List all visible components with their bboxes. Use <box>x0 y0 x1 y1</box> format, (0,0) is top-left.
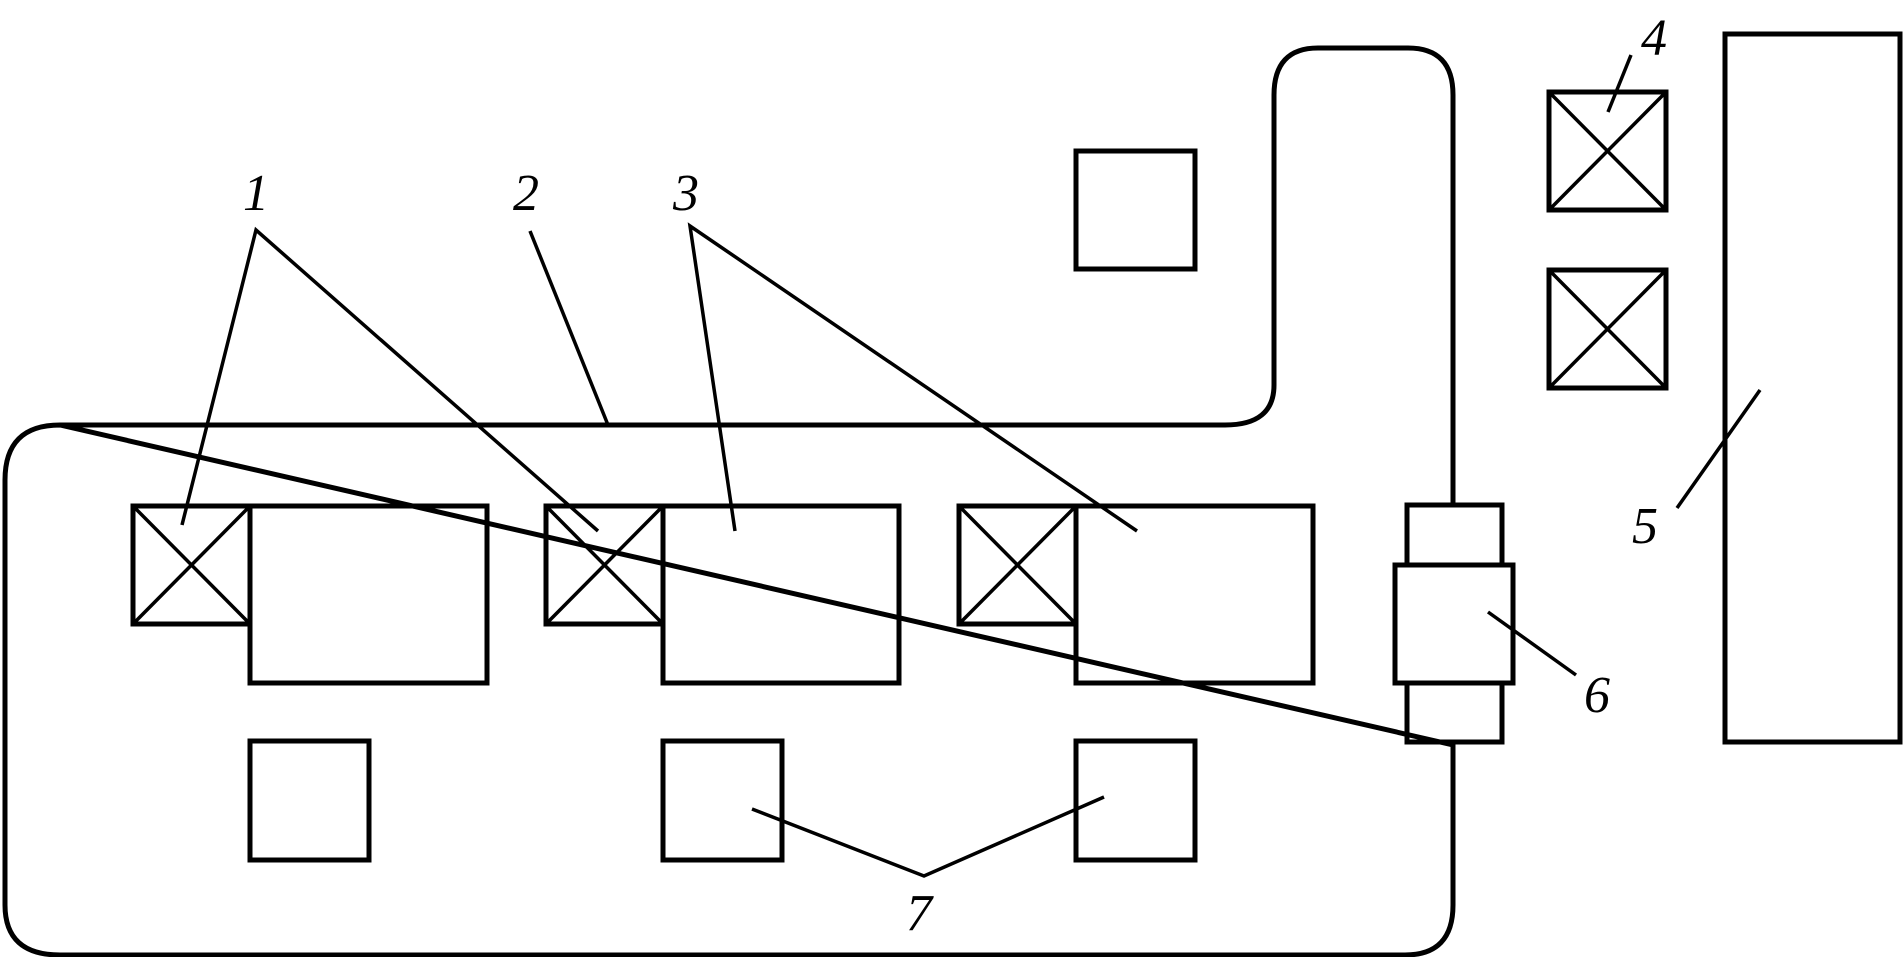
machine-unit-2 <box>543 503 902 686</box>
callout-1: 1 <box>243 165 269 222</box>
leaders <box>180 54 1762 878</box>
large-box-1 <box>247 503 490 686</box>
small-box-3 <box>1073 738 1198 863</box>
callout-5: 5 <box>1632 498 1658 555</box>
track-unit <box>1392 502 1516 745</box>
large-box-2 <box>660 503 902 686</box>
machine-unit-1 <box>130 503 490 686</box>
callout-6: 6 <box>1584 667 1610 724</box>
machine-unit-3 <box>956 503 1316 686</box>
callout-4: 4 <box>1641 10 1667 67</box>
callout-3: 3 <box>672 165 699 222</box>
callout-2: 2 <box>513 165 539 222</box>
cross-box-4b <box>1546 267 1669 391</box>
track-loop <box>2 45 1456 957</box>
small-box-2 <box>660 738 785 863</box>
large-box-3 <box>1073 503 1316 686</box>
small-box-top <box>1073 148 1198 272</box>
cross-box-4a <box>1546 89 1669 213</box>
tall-box <box>1722 31 1903 745</box>
callout-7: 7 <box>906 885 934 942</box>
small-box-1 <box>247 738 372 863</box>
